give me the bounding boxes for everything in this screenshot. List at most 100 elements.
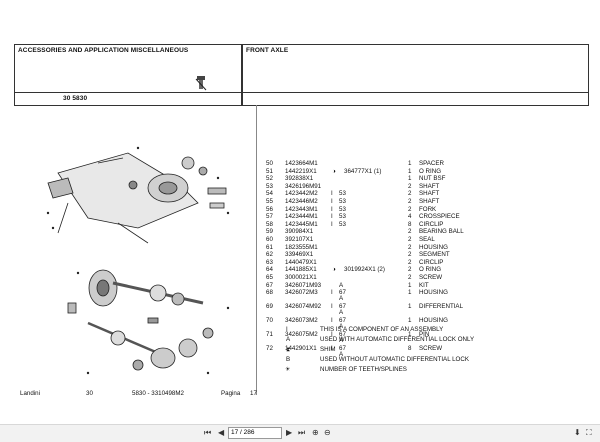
part-ref: 52 [266, 175, 273, 183]
part-qty: 1 [408, 331, 412, 339]
part-sub: A [339, 337, 344, 345]
part-ref: 63 [266, 258, 273, 266]
part-ref: 50 [266, 160, 273, 167]
left-header-title: ACCESSORIES AND APPLICATION MISCELLANEOU… [18, 47, 189, 54]
part-ref: 70 [266, 317, 273, 325]
fullscreen-icon[interactable]: ⛶ [586, 428, 592, 437]
part-alt: 53 [339, 198, 346, 205]
footer-brand: Landini [20, 390, 40, 397]
assembly-marker-icon: I [331, 190, 333, 198]
part-code: 390984X1 [285, 228, 314, 236]
part-desc: HOUSING [419, 317, 448, 325]
part-desc: SCREW [419, 274, 443, 281]
part-code: 3426074M92 [285, 303, 322, 311]
footer-group: 30 [86, 390, 93, 397]
part-desc: SHAFT [419, 190, 440, 198]
part-code: 392107X1 [285, 236, 314, 243]
next-page-icon[interactable]: ▶ [286, 428, 293, 437]
part-qty: 4 [408, 213, 412, 221]
download-icon[interactable]: ⬇ [574, 428, 581, 437]
part-qty: 2 [408, 236, 412, 243]
right-header-title: FRONT AXLE [246, 47, 289, 54]
footer-page-label: Pagina [221, 390, 241, 397]
part-alt: 67 [339, 345, 346, 353]
part-qty: 2 [408, 205, 412, 213]
part-alt: 67 [339, 317, 346, 325]
part-ref: 68 [266, 289, 273, 297]
part-code: 1423443M1 [285, 205, 318, 213]
part-ref: 58 [266, 220, 273, 228]
part-code: 1423445M1 [285, 220, 318, 228]
part-qty: 1 [408, 175, 412, 183]
part-desc: SCREW [419, 345, 443, 353]
part-qty: 2 [408, 190, 412, 198]
part-qty: 1 [408, 167, 412, 175]
part-qty: 8 [408, 345, 412, 353]
part-desc: HOUSING [419, 289, 448, 297]
part-sub: A [339, 309, 344, 317]
part-ref: 56 [266, 205, 273, 213]
part-desc: CIRCLIP [419, 220, 444, 228]
part-ref: 51 [266, 167, 273, 175]
part-code: 392838X1 [285, 175, 314, 183]
assembly-marker-icon: I [331, 198, 333, 205]
legend-text: THIS IS A COMPONENT OF AN ASSEMBLY [320, 326, 444, 333]
legend-text: USED WITHOUT AUTOMATIC DIFFERENTIAL LOCK [320, 356, 469, 363]
part-desc: SEAL [419, 236, 435, 243]
legend-symbol: B [286, 356, 291, 363]
part-code: 3426071M93 [285, 281, 322, 289]
part-alt: 67 [339, 331, 346, 339]
part-qty: 8 [408, 220, 412, 228]
part-qty: 1 [408, 317, 412, 325]
part-qty: 1 [408, 160, 412, 167]
right-lower-box [242, 92, 589, 106]
prev-page-icon[interactable]: ◀ [218, 428, 225, 437]
part-desc: O RING [419, 266, 442, 274]
zoom-in-icon[interactable]: ⊕ [312, 428, 319, 437]
part-ref: 69 [266, 303, 273, 311]
part-desc: O RING [419, 167, 442, 175]
legend-symbol: A [286, 336, 291, 343]
part-code: 1423444M1 [285, 213, 318, 221]
part-code: 3000021X1 [285, 274, 317, 281]
part-desc: BEARING BALL [419, 228, 464, 236]
first-page-icon[interactable]: ⏮ [204, 428, 212, 437]
part-desc: CIRCLIP [419, 258, 444, 266]
part-ref: 71 [266, 331, 273, 339]
part-code: 3426075M2 [285, 331, 318, 339]
part-ref: 72 [266, 345, 273, 353]
part-desc: SPACER [419, 160, 444, 167]
assembly-marker-icon: I [331, 220, 333, 228]
part-desc: SHAFT [419, 182, 440, 190]
part-code: 339469X1 [285, 251, 314, 259]
document-page: ACCESSORIES AND APPLICATION MISCELLANEOU… [8, 38, 592, 410]
page-number-input[interactable]: 17 / 286 [228, 427, 282, 439]
part-ref: 61 [266, 243, 273, 251]
assembly-marker-icon: I [331, 345, 333, 353]
legend-text: USED WITH AUTOMATIC DIFFERENTIAL LOCK ON… [320, 336, 475, 343]
part-code: 1441885X1 [285, 266, 317, 274]
part-qty: 1 [408, 281, 412, 289]
part-qty: 2 [408, 182, 412, 190]
part-qty: 2 [408, 198, 412, 205]
part-alt: 53 [339, 213, 346, 221]
zoom-out-icon[interactable]: ⊖ [324, 428, 331, 437]
exploded-axle-diagram [46, 146, 230, 375]
assembly-marker-icon: I [331, 205, 333, 213]
part-ref: 53 [266, 182, 273, 190]
assembly-marker-icon: I [331, 213, 333, 221]
last-page-icon[interactable]: ⏭ [298, 428, 306, 437]
part-ref: 59 [266, 228, 273, 236]
part-qty: 1 [408, 303, 412, 311]
part-alt: 67 [339, 289, 346, 297]
part-desc: NUT BSF [419, 175, 446, 183]
vertical-divider [256, 105, 257, 395]
part-code: 1823555M1 [285, 243, 318, 251]
part-desc: SHAFT [419, 198, 440, 205]
alternate-icon: ◑ [332, 167, 336, 175]
part-ref: 60 [266, 236, 273, 243]
part-qty: 2 [408, 251, 412, 259]
section-code: 30 5830 [63, 95, 88, 102]
part-code: 1423446M2 [285, 198, 318, 205]
